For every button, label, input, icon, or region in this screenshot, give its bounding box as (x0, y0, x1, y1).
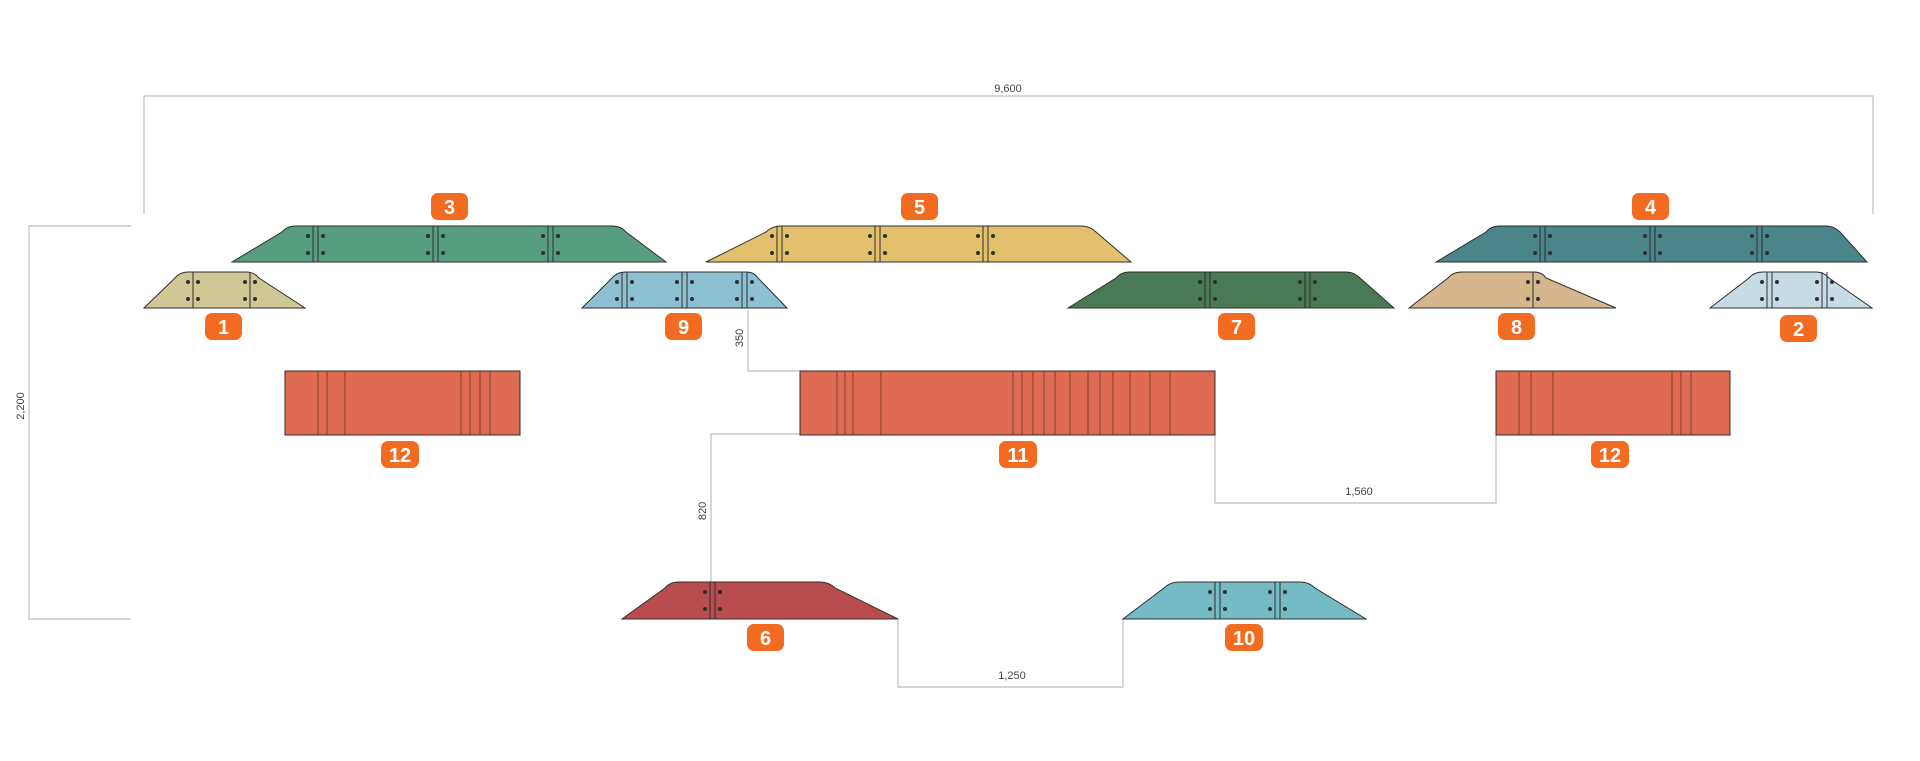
badge-6: 6 (747, 624, 784, 651)
bench-12-left-rails (317, 371, 491, 435)
svg-text:9: 9 (678, 317, 689, 339)
dim-line-350 (747, 310, 800, 372)
segment-7-joints (1198, 272, 1317, 308)
segment-10-shape (1121, 581, 1368, 620)
segment-6-shape (620, 581, 899, 620)
segment-6-joints (703, 582, 722, 619)
dim-line-820 (710, 433, 800, 582)
dim-label-total-height: 2,200 (15, 392, 27, 420)
dimension-labels: 9,600 2,200 350 820 1,560 1,250 (15, 83, 1373, 682)
piece-8[interactable] (1407, 271, 1617, 309)
dimension-lines (28, 95, 1874, 688)
dim-label-350: 350 (734, 329, 746, 347)
badge-1: 1 (205, 313, 242, 340)
segment-7-shape (1066, 271, 1396, 309)
badge-8: 8 (1498, 313, 1535, 340)
svg-text:1: 1 (218, 317, 229, 339)
dim-label-1250: 1,250 (998, 670, 1026, 682)
svg-text:12: 12 (389, 445, 411, 467)
badge-11: 11 (999, 441, 1037, 468)
badges: 3 5 4 1 9 7 8 2 (205, 193, 1817, 651)
badge-7: 7 (1218, 313, 1255, 340)
bench-12-right-rails (1518, 371, 1692, 435)
dim-line-total-width (143, 95, 1874, 214)
badge-2: 2 (1780, 315, 1817, 342)
dim-label-total-width: 9,600 (994, 83, 1022, 95)
segment-8-shape (1407, 271, 1617, 309)
bench-12-left-shape (284, 370, 521, 436)
badge-3: 3 (431, 193, 468, 220)
piece-12-right[interactable] (1495, 370, 1731, 436)
piece-11[interactable] (799, 370, 1216, 436)
segment-4-joints (1533, 226, 1769, 262)
badge-4: 4 (1632, 193, 1669, 220)
badge-12-right: 12 (1591, 441, 1629, 468)
dim-label-820: 820 (697, 502, 709, 520)
svg-text:6: 6 (760, 628, 771, 650)
segment-3-joints (306, 226, 560, 262)
bench-11-shape (799, 370, 1216, 436)
segment-4-shape (1434, 225, 1869, 263)
segment-9-joints (615, 272, 754, 308)
badge-12-left: 12 (381, 441, 419, 468)
svg-text:2: 2 (1793, 319, 1804, 341)
svg-text:8: 8 (1511, 317, 1522, 339)
svg-text:11: 11 (1007, 445, 1028, 467)
piece-9[interactable] (580, 271, 789, 309)
piece-6[interactable] (620, 581, 899, 620)
badge-9: 9 (665, 313, 702, 340)
svg-text:10: 10 (1233, 628, 1255, 650)
segment-2-joints (1760, 272, 1834, 308)
segment-1-shape (142, 271, 307, 309)
badge-10: 10 (1225, 624, 1263, 651)
dim-label-1560: 1,560 (1345, 486, 1373, 498)
bench-11-rails (836, 371, 1171, 435)
piece-12-left[interactable] (284, 370, 521, 436)
dim-line-1250 (897, 619, 1124, 688)
piece-3[interactable] (230, 225, 668, 263)
piece-1[interactable] (142, 271, 307, 309)
segment-2-shape (1708, 271, 1874, 309)
svg-text:4: 4 (1645, 197, 1657, 219)
piece-7[interactable] (1066, 271, 1396, 309)
segment-8-joints (1526, 272, 1540, 308)
segment-5-shape (705, 225, 1133, 263)
svg-text:3: 3 (444, 197, 455, 219)
svg-text:7: 7 (1231, 317, 1242, 339)
segment-1-joints (186, 272, 257, 308)
svg-text:12: 12 (1599, 445, 1621, 467)
segment-10-joints (1208, 582, 1287, 619)
piece-4[interactable] (1434, 225, 1869, 263)
piece-10[interactable] (1121, 581, 1368, 620)
svg-text:5: 5 (914, 197, 925, 219)
dim-line-1560 (1214, 435, 1497, 504)
segment-9-shape (580, 271, 789, 309)
segment-3-shape (230, 225, 668, 263)
piece-5[interactable] (705, 225, 1133, 263)
segment-5-joints (770, 226, 995, 262)
badge-5: 5 (901, 193, 938, 220)
piece-2[interactable] (1708, 271, 1874, 309)
dim-line-total-height (28, 225, 131, 620)
